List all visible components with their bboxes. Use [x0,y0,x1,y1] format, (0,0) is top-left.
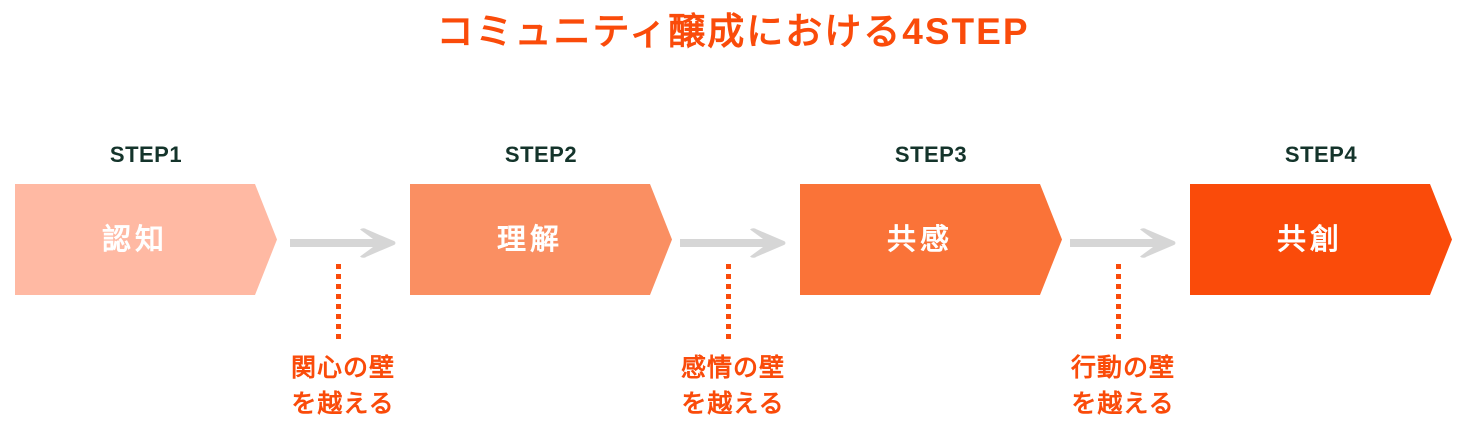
step-name-1: 認知 [101,223,168,256]
divider-dotted-line-1 [336,264,341,342]
caption-line-2a: 感情の壁 [680,354,785,382]
caption-line-1b: を越える [291,390,395,418]
step-chevron-3[interactable]: 共感 [800,184,1062,295]
step-chevron-1[interactable]: 認知 [15,184,277,295]
step-name-4: 共創 [1276,223,1343,256]
step-label-2: STEP2 [504,142,578,167]
right-arrow-icon [1070,228,1176,258]
divider-dotted-line-3 [1116,264,1121,342]
step-block-3: STEP3 共感 [800,0,1062,436]
caption-line-3b: を越える [1071,390,1175,418]
right-arrow-icon [290,228,396,258]
step-chevron-2[interactable]: 理解 [410,184,672,295]
connector-caption-1: 関心の壁 を越える [253,350,433,422]
step-block-4: STEP4 共創 [1190,0,1452,436]
step-name-3: 共感 [886,223,953,256]
connector-caption-3: 行動の壁 を越える [1033,350,1213,422]
caption-line-2b: を越える [681,390,785,418]
step-label-3: STEP3 [894,142,968,167]
step-name-2: 理解 [496,223,563,256]
step-label-1: STEP1 [109,142,183,167]
caption-line-1a: 関心の壁 [290,354,395,382]
caption-line-3a: 行動の壁 [1070,354,1175,382]
connector-caption-2: 感情の壁 を越える [643,350,823,422]
diagram-title: コミュニティ醸成における4STEP [436,11,1030,52]
step-block-2: STEP2 理解 [410,0,672,436]
connector-1: 関心の壁 を越える [290,0,396,436]
step-block-1: STEP1 認知 [15,0,277,436]
connector-3: 行動の壁 を越える [1070,0,1176,436]
divider-dotted-line-2 [726,264,731,342]
connector-2: 感情の壁 を越える [680,0,786,436]
right-arrow-icon [680,228,786,258]
step-chevron-4[interactable]: 共創 [1190,184,1452,295]
step-label-4: STEP4 [1284,142,1358,167]
